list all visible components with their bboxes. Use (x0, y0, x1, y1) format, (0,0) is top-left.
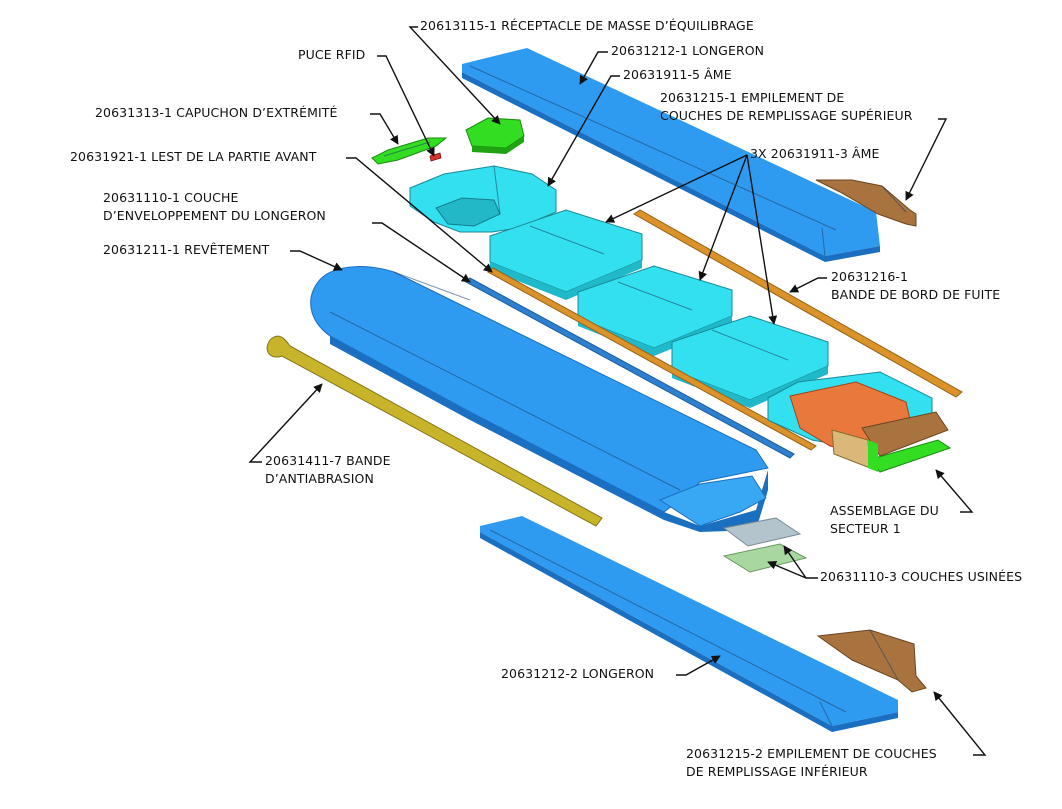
upper-filler-stack (815, 179, 917, 227)
label-core-segments: 3X 20631911-3 ÂME (750, 146, 880, 161)
label-lower-spar: 20631212-2 LONGERON (501, 666, 655, 681)
leader-lines (248, 26, 987, 756)
lower-filler-stack (816, 629, 927, 693)
label-upper-spar: 20631212-1 LONGERON (611, 43, 765, 58)
label-rfid-chip: PUCE RFID (298, 47, 366, 62)
lower-spar (480, 516, 898, 732)
trailing-edge-strip (633, 209, 963, 398)
label-balance-mass-receptacle: 20613115-1 RÉCEPTACLE DE MASSE D’ÉQUILIB… (420, 18, 754, 33)
upper-spar (462, 48, 880, 262)
label-machined-plies: 20631110-3 COUCHES USINÉES (820, 569, 1023, 584)
blade-skin (310, 266, 769, 532)
rfid-chip (429, 152, 442, 162)
balance-mass-receptacle (465, 117, 525, 154)
sector-1-assembly (767, 371, 952, 473)
anti-abrasion-strip (266, 335, 603, 527)
machined-ply-grey (722, 517, 802, 547)
label-leading-edge-ballast: 20631921-1 LEST DE LA PARTIE AVANT (70, 149, 317, 164)
tip-cap (371, 137, 448, 165)
label-blade-skin: 20631211-1 REVÊTEMENT (103, 242, 270, 257)
label-tip-cap: 20631313-1 CAPUCHON D’EXTRÉMITÉ (95, 105, 338, 120)
machined-ply-green (722, 543, 808, 573)
label-tip-core: 20631911-5 ÂME (623, 67, 732, 82)
